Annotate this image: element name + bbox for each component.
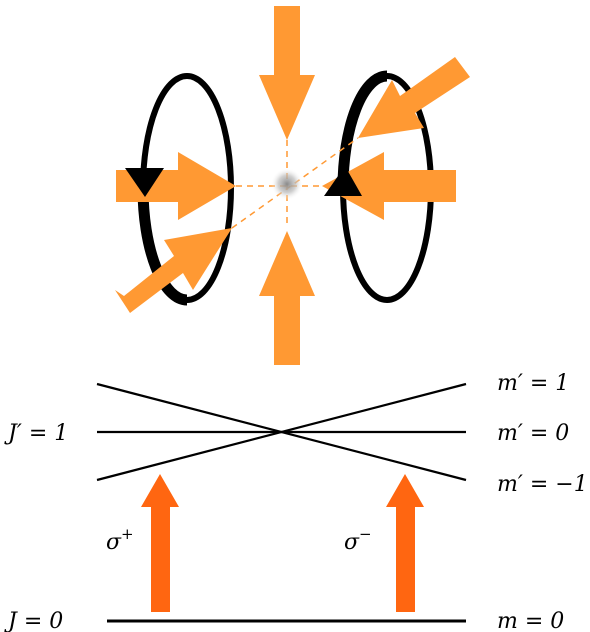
beam-diag-lower-left xyxy=(115,228,232,313)
beam-top xyxy=(259,6,315,140)
coil-left-arrowhead xyxy=(125,168,164,197)
sigma-minus-arrow xyxy=(386,474,424,612)
mot-illustration xyxy=(115,6,470,365)
beam-right xyxy=(322,152,456,220)
sublevel-label-m0: m′ = 0 xyxy=(497,421,569,446)
energy-level-diagram xyxy=(96,382,467,623)
sublevel-line-m-1 xyxy=(96,382,467,482)
beam-diag-upper-right xyxy=(358,57,470,138)
beam-left xyxy=(116,152,236,220)
atom-cloud xyxy=(271,168,303,200)
coil-right-arrowhead xyxy=(324,166,362,196)
beam-bottom xyxy=(259,231,315,365)
excited-level-label: J′ = 1 xyxy=(4,421,68,446)
ground-level-label: J = 0 xyxy=(4,609,63,632)
ground-sublevel-label: m = 0 xyxy=(497,609,564,632)
sigma-plus-arrow xyxy=(141,474,179,612)
sublevel-label-m-1: m′ = −1 xyxy=(497,472,588,497)
sublevel-label-m1: m′ = 1 xyxy=(497,371,569,396)
sigma-plus-label: σ+ xyxy=(106,525,134,555)
sigma-minus-label: σ− xyxy=(344,525,372,555)
